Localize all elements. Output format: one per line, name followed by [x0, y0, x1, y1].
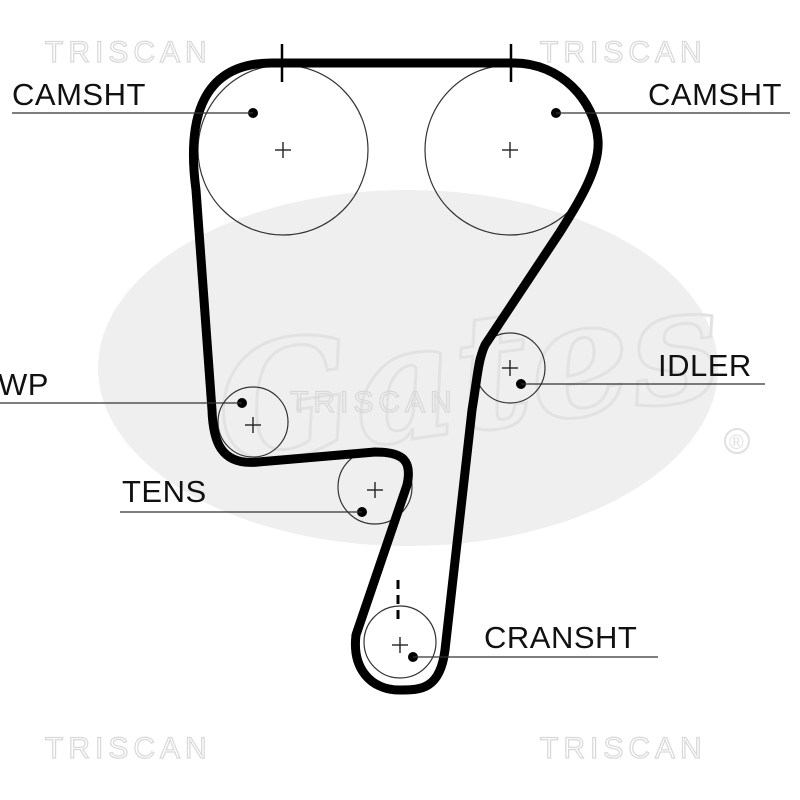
- camshaft-left-label: CAMSHT: [12, 77, 146, 112]
- timing-belt: [188, 58, 603, 695]
- triscan-watermark-top-left: TRISCAN: [45, 36, 212, 69]
- tensioner-label: TENS: [122, 474, 207, 509]
- registered-mark-circle: [724, 428, 750, 454]
- registered-mark: ®: [729, 432, 744, 454]
- water-pump-pulley-circle: [217, 386, 289, 458]
- idler-label: IDLER: [658, 348, 752, 383]
- crankshaft-pulley: [363, 580, 437, 679]
- camshaft-right-label: CAMSHT: [648, 77, 782, 112]
- triscan-watermark-bottom-left: TRISCAN: [45, 732, 212, 765]
- triscan-watermark-top-right: TRISCAN: [540, 36, 707, 69]
- crankshaft-label: CRANSHT: [484, 620, 637, 655]
- water-pump-label: WP: [0, 367, 49, 402]
- crankshaft-pulley-circle: [363, 605, 437, 679]
- triscan-watermark-bottom-right: TRISCAN: [540, 732, 707, 765]
- triscan-watermark-center: TRISCAN: [290, 386, 457, 419]
